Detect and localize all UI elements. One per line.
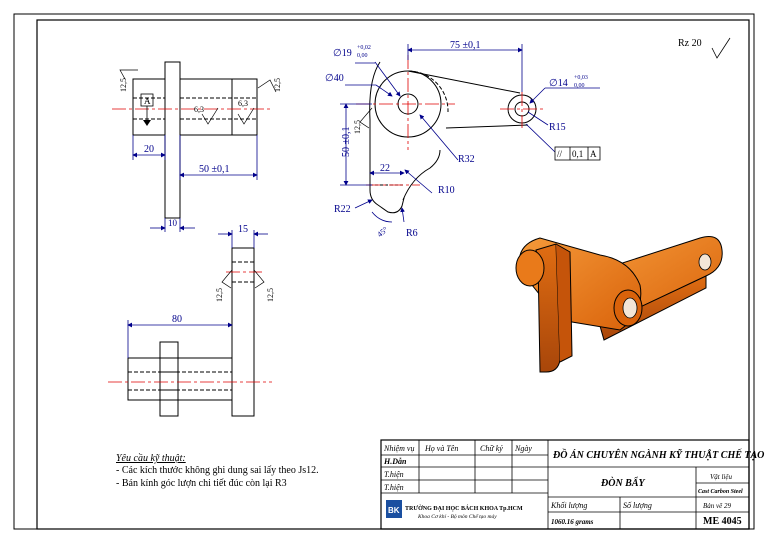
tb-header-name: Họ và Tên	[424, 444, 458, 453]
svg-text:A: A	[144, 96, 151, 106]
r32: R32	[458, 154, 475, 165]
front-centerlines	[356, 55, 545, 186]
tb-header-sign: Chữ ký	[480, 444, 503, 453]
dia-14-tol-lo: 0,00	[574, 83, 585, 89]
r22: R22	[334, 204, 351, 215]
r10: R10	[438, 185, 455, 196]
dim-22: 22	[380, 163, 390, 174]
bottom-rough-a: 12,5	[215, 288, 224, 302]
tb-school-dept: Khoa Cơ khí - Bộ môn Chế tạo máy	[417, 513, 497, 520]
technical-notes: Yêu cầu kỹ thuật: - Các kích thước không…	[116, 453, 319, 489]
r15: R15	[549, 122, 566, 133]
dim-50-vert: 50 ±0,1	[341, 127, 352, 158]
svg-text:A: A	[590, 149, 597, 159]
front-rough-12-5: 12,5	[353, 120, 362, 134]
notes-line-2: - Bán kính góc lượn chi tiết đúc còn lại…	[116, 478, 287, 489]
tb-qty-label: Số lượng	[623, 501, 652, 510]
svg-text://: //	[557, 149, 563, 159]
dim-10: 10	[168, 218, 178, 228]
tb-school-name: TRƯỜNG ĐẠI HỌC BÁCH KHOA Tp.HCM	[405, 504, 523, 512]
bottom-view	[127, 247, 255, 417]
tb-drawing-number: ME 4045	[703, 516, 742, 527]
tb-mass-label: Khối lượng	[550, 501, 587, 510]
notes-line-1: - Các kích thước không ghi dung sai lấy …	[116, 465, 319, 476]
svg-text:BK: BK	[388, 506, 400, 515]
dia-19-tol-up: +0,02	[357, 45, 371, 51]
notes-title: Yêu cầu kỹ thuật:	[116, 453, 186, 464]
tb-material-label: Vật liệu	[710, 473, 732, 481]
dia-14: ∅14	[549, 78, 568, 89]
dia-14-tol-up: +0,03	[574, 75, 588, 81]
front-dims	[340, 44, 600, 223]
tb-project-title: ĐỒ ÁN CHUYÊN NGÀNH KỸ THUẬT CHẾ TẠO	[552, 448, 764, 461]
title-block	[380, 439, 750, 530]
isometric-3d-model	[515, 236, 723, 373]
tb-sheet-number: Bản vẽ 29	[703, 502, 731, 510]
rough-12-5-b: 12,5	[273, 78, 282, 92]
tb-row-advisor: H.Dẫn	[383, 457, 407, 466]
tb-row-exec-1: T.hiện	[384, 470, 404, 479]
school-logo: BK	[386, 500, 402, 518]
rough-12-5-a: 12,5	[119, 78, 128, 92]
dim-80: 80	[172, 314, 182, 325]
dia-19-tol-lo: 0,00	[357, 53, 368, 59]
tb-header-date: Ngày	[514, 444, 532, 453]
dim-45deg: 45°	[375, 225, 389, 239]
general-roughness: Rz 20	[678, 37, 731, 59]
left-view	[132, 61, 258, 219]
rough-6-3-b: 6,3	[238, 99, 248, 108]
dim-15: 15	[238, 224, 248, 235]
r6: R6	[406, 228, 418, 239]
tb-mass-value: 1060.16 grams	[551, 518, 594, 526]
bottom-roughness	[221, 269, 265, 289]
bottom-dims	[127, 230, 268, 358]
dim-50: 50 ±0,1	[199, 164, 230, 175]
dia-40: ∅40	[325, 73, 344, 84]
rough-6-3-a: 6,3	[194, 105, 204, 114]
parallelism-frame: // 0,1 A	[554, 146, 601, 161]
tb-header-task: Nhiệm vụ	[383, 444, 414, 453]
left-dims	[132, 135, 258, 232]
bottom-centerlines	[108, 271, 272, 383]
front-roughness	[359, 107, 373, 129]
tb-row-exec-2: T.hiện	[384, 483, 404, 492]
dim-75: 75 ±0,1	[450, 40, 481, 51]
tb-material-value: Cast Carbon Steel	[698, 489, 743, 495]
tb-part-name: ĐÒN BẨY	[600, 476, 646, 489]
left-roughness	[119, 69, 277, 125]
dim-20: 20	[144, 144, 154, 155]
dia-19: ∅19	[333, 48, 352, 59]
svg-text:0,1: 0,1	[572, 149, 583, 159]
svg-text:Rz 20: Rz 20	[678, 38, 702, 49]
bottom-rough-b: 12,5	[266, 288, 275, 302]
datum-a-box: A	[140, 93, 154, 126]
